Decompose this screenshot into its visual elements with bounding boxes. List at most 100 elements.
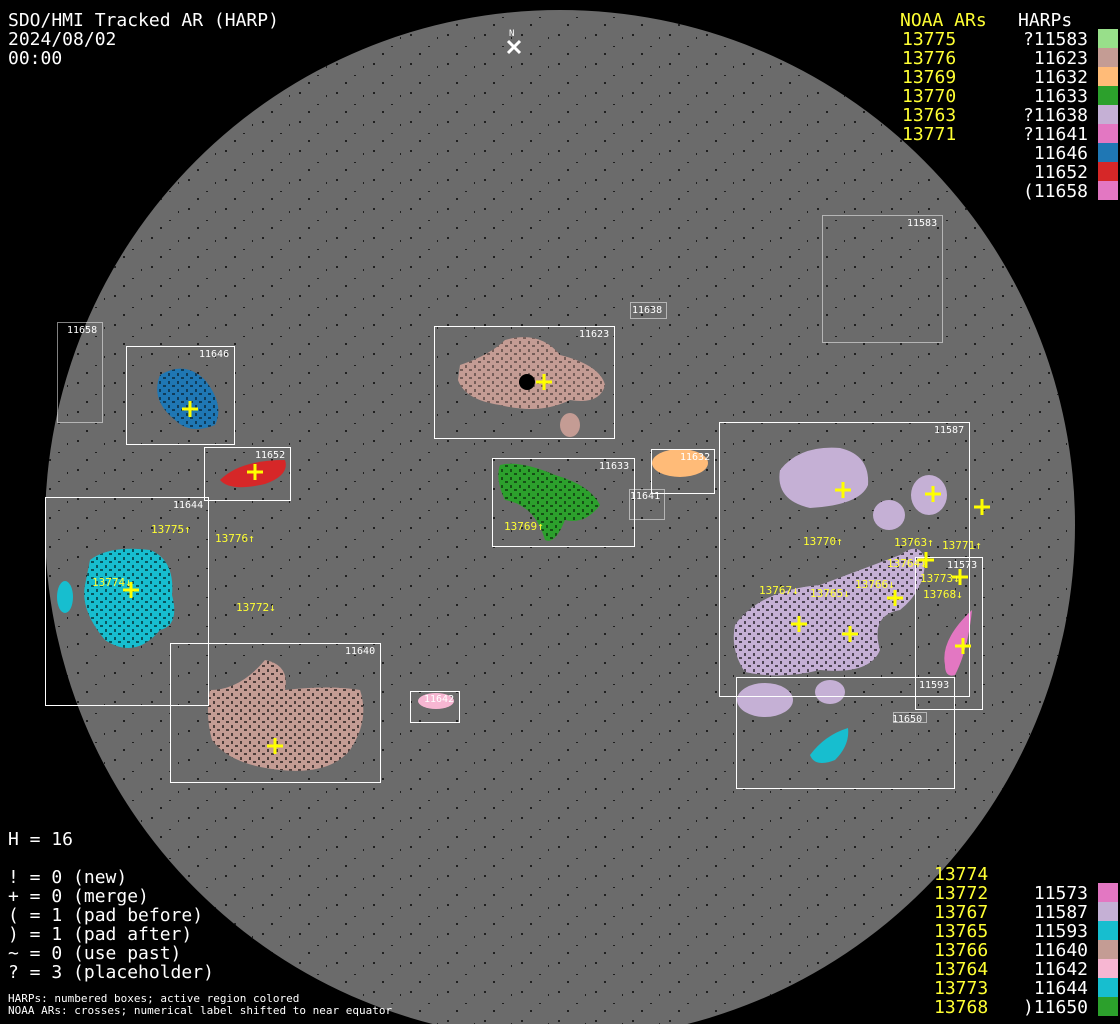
harp-box-11646[interactable] [126,346,235,445]
harp-box-11593[interactable] [736,677,955,789]
harp-label: 11644 [173,500,203,511]
noaa-ar-entry: 13763 [902,105,957,126]
harp-entry: ?11638 [1022,105,1088,126]
noaa-cross [267,738,283,754]
noaa-label: 13771↑ [942,539,982,552]
harp-label: 11632 [680,452,710,463]
noaa-ar-entry: 13765 [934,921,989,942]
date: 2024/08/02 [8,29,117,50]
noaa-ar-entry: 13776 [902,48,957,69]
harp-entry: 11652 [1033,162,1088,183]
harp-box-11623[interactable] [434,326,615,439]
harp-color-swatch [1098,181,1118,200]
noaa-label: 13764↓ [887,557,927,570]
noaa-labels: 13775↑ 13776↑ 13774↓ 13772↓ 13769↑ 13770… [92,520,982,614]
harp-entry: 11632 [1033,67,1088,88]
harp-box-11658[interactable] [57,322,103,423]
harp-color-swatch [1098,997,1118,1016]
harp-color-swatch [1098,124,1118,143]
harp-label: 11573 [947,560,977,571]
noaa-label: 13772↓ [236,601,276,614]
noaa-ar-entry: 13770 [902,86,957,107]
harp-color-swatch [1098,67,1118,86]
harp-entry: 11646 [1033,143,1088,164]
noaa-cross [791,616,807,632]
noaa-label: 13769↑ [504,520,544,533]
region-11642 [418,693,454,709]
noaa-cross [536,374,552,390]
harp-box-11644[interactable] [45,497,209,706]
harp-entry: 11644 [1033,978,1088,999]
harp-entry: 11593 [1033,921,1088,942]
noaa-ar-entry: 13774 [934,864,989,885]
harp-count: H = 16 [8,829,74,850]
harp-color-swatch [1098,86,1118,105]
noaa-ar-entry: 13773 [934,978,989,999]
noaa-ar-entry: 13769 [902,67,957,88]
page-title: SDO/HMI Tracked AR (HARP) [8,10,279,31]
harp-entry: 11633 [1033,86,1088,107]
noaa-ar-entry: 13764 [934,959,989,980]
noaa-ar-entry: 13772 [934,883,989,904]
harp-box-11642[interactable] [410,691,460,723]
harp-box-11650[interactable] [893,712,927,723]
status-line: ( = 1 (pad before) [8,905,204,926]
harp-box-11640[interactable] [170,643,381,783]
noaa-ar-entry: 13767 [934,902,989,923]
harp-color-swatch [1098,883,1118,902]
noaa-header: NOAA ARs [900,10,987,31]
status-line: ? = 3 (placeholder) [8,962,214,983]
region-11644 [57,548,175,648]
noaa-label: 13775↑ [151,523,191,536]
harp-label: 11638 [632,305,662,316]
harp-color-swatch [1098,48,1118,67]
harp-color-swatch [1098,959,1118,978]
harp-color-swatch [1098,978,1118,997]
harp-entry: 11642 [1033,959,1088,980]
noaa-cross [182,401,198,417]
harp-label: 11642 [424,694,454,705]
noaa-cross [842,626,858,642]
noaa-label: 13773↓ [920,572,960,585]
svg-text:N: N [509,29,514,39]
harp-entry: 11573 [1033,883,1088,904]
harp-box-11641[interactable] [629,489,665,520]
region-11623 [458,337,605,437]
noaa-crosses [123,374,990,754]
region-11633 [498,463,600,541]
harp-box-11633[interactable] [492,458,635,547]
noaa-label: 13766↓ [855,578,895,591]
harp-entry: ?11583 [1022,29,1088,50]
noaa-ar-entry: 13768 [934,997,989,1018]
harp-label: 11593 [919,680,949,691]
region-11652 [220,460,286,488]
region-11573 [944,610,972,676]
time: 00:00 [8,48,63,69]
noaa-ar-entry: 13775 [902,29,957,50]
harp-box-11638[interactable] [630,302,667,319]
noaa-cross [918,552,934,568]
footnote-noaa: NOAA ARs: crosses; numerical label shift… [8,1004,393,1017]
noaa-label: 13768↓ [923,588,963,601]
noaa-cross [974,499,990,515]
harp-box-11587[interactable] [719,422,970,697]
harp-entry: )11650 [1022,997,1088,1018]
noaa-cross [925,486,941,502]
north-marker-icon: N [506,29,522,55]
harp-box-labels: 11583 11658 11646 11623 11638 11652 1163… [67,218,977,725]
harp-box-11573[interactable] [915,557,983,710]
harp-box-11652[interactable] [204,447,291,501]
status-line: + = 0 (merge) [8,886,149,907]
harp-box-11583[interactable] [822,215,943,343]
noaa-cross [955,638,971,654]
harp-entry: ?11641 [1022,124,1088,145]
harp-header: HARPs [1018,10,1073,31]
harp-label: 11640 [345,646,375,657]
harp-box-11632[interactable] [651,449,715,494]
noaa-label: 13774↓ [92,576,132,589]
harp-entry: (11658 [1022,181,1088,202]
harp-color-swatch [1098,143,1118,162]
harp-label: 11583 [907,218,937,229]
harp-label: 11587 [934,425,964,436]
